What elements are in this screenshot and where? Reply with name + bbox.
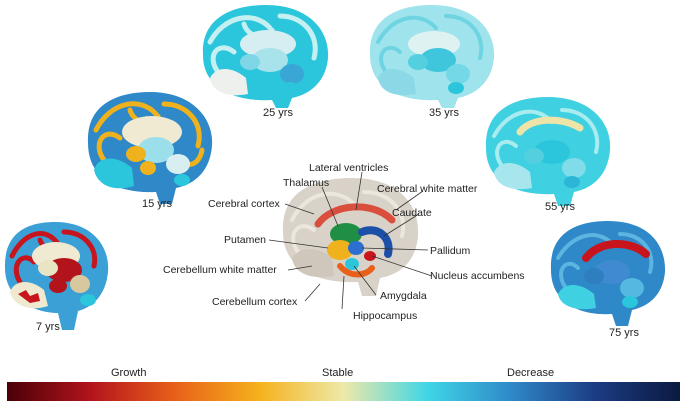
label-cerebellum-cortex: Cerebellum cortex xyxy=(212,296,298,308)
label-lateral-ventricles: Lateral ventricles xyxy=(309,162,388,174)
reference-brain xyxy=(282,178,419,296)
brain-75-yrs: 75 yrs xyxy=(550,221,666,339)
leader-lines xyxy=(268,171,433,310)
age-label-7-yrs: 7 yrs xyxy=(36,321,60,333)
label-thalamus: Thalamus xyxy=(283,177,329,189)
age-label-25-yrs: 25 yrs xyxy=(263,107,293,119)
label-nucleus-accumbens: Nucleus accumbens xyxy=(430,270,525,282)
brain-35-yrs: 35 yrs xyxy=(369,5,495,119)
label-amygdala: Amygdala xyxy=(380,290,427,302)
scale-label-growth: Growth xyxy=(111,367,146,379)
label-putamen: Putamen xyxy=(224,234,266,246)
label-cerebral-white-matter: Cerebral white matter xyxy=(377,183,478,195)
brain-15-yrs: 15 yrs xyxy=(87,92,213,210)
label-caudate: Caudate xyxy=(392,207,432,219)
age-label-15-yrs: 15 yrs xyxy=(142,198,172,210)
brain-55-yrs: 55 yrs xyxy=(485,97,611,213)
scale-label-stable: Stable xyxy=(322,367,353,379)
color-scale: Growth Stable Decrease xyxy=(7,367,680,401)
brain-25-yrs: 25 yrs xyxy=(202,5,329,119)
age-label-75-yrs: 75 yrs xyxy=(609,327,639,339)
label-cerebellum-white-matter: Cerebellum white matter xyxy=(163,264,277,276)
age-label-55-yrs: 55 yrs xyxy=(545,201,575,213)
label-pallidum: Pallidum xyxy=(430,245,471,257)
brain-7-yrs: 7 yrs xyxy=(4,222,109,333)
scale-label-decrease: Decrease xyxy=(507,367,554,379)
color-bar xyxy=(7,382,680,401)
label-hippocampus: Hippocampus xyxy=(353,310,417,322)
label-cerebral-cortex: Cerebral cortex xyxy=(208,198,281,210)
age-label-35-yrs: 35 yrs xyxy=(429,107,459,119)
